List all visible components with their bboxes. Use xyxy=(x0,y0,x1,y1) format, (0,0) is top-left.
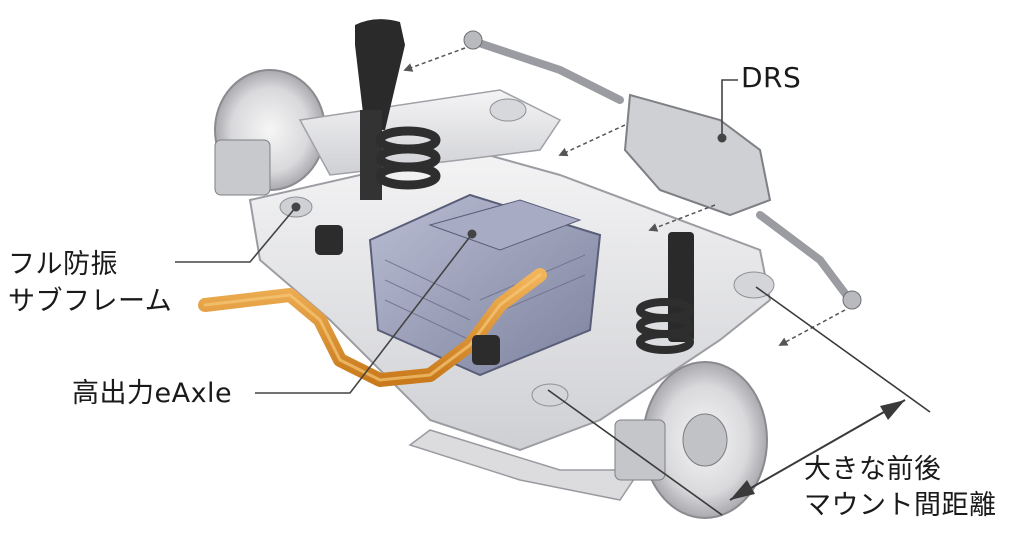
subframe-leader-dot xyxy=(291,202,301,212)
rear-left-brake-disc xyxy=(214,69,326,196)
label-mount-distance: 大きな前後 マウント間距離 xyxy=(804,452,997,524)
label-eaxle: 高出力eAxle xyxy=(72,378,233,409)
rear-left-damper xyxy=(355,19,441,200)
label-subframe-line2: サブフレーム xyxy=(8,286,173,317)
drs-steering-rack xyxy=(463,30,862,310)
label-drs: DRS xyxy=(741,61,802,94)
eaxle-pipe xyxy=(198,268,547,387)
eaxle-housing xyxy=(368,193,602,377)
label-subframe: フル防振 サブフレーム xyxy=(8,246,172,320)
label-mount-line1: 大きな前後 xyxy=(804,454,942,485)
dimension-arrow xyxy=(547,286,931,516)
leader-lines xyxy=(175,79,738,394)
rear-right-damper xyxy=(636,232,694,354)
label-mount-line2: マウント間距離 xyxy=(804,490,997,521)
mounts xyxy=(315,225,500,365)
drs-leader-dot xyxy=(717,133,727,143)
label-subframe-line1: フル防振 xyxy=(8,249,118,280)
eaxle-leader-dot xyxy=(467,229,477,239)
rear-right-brake-disc xyxy=(614,361,768,519)
